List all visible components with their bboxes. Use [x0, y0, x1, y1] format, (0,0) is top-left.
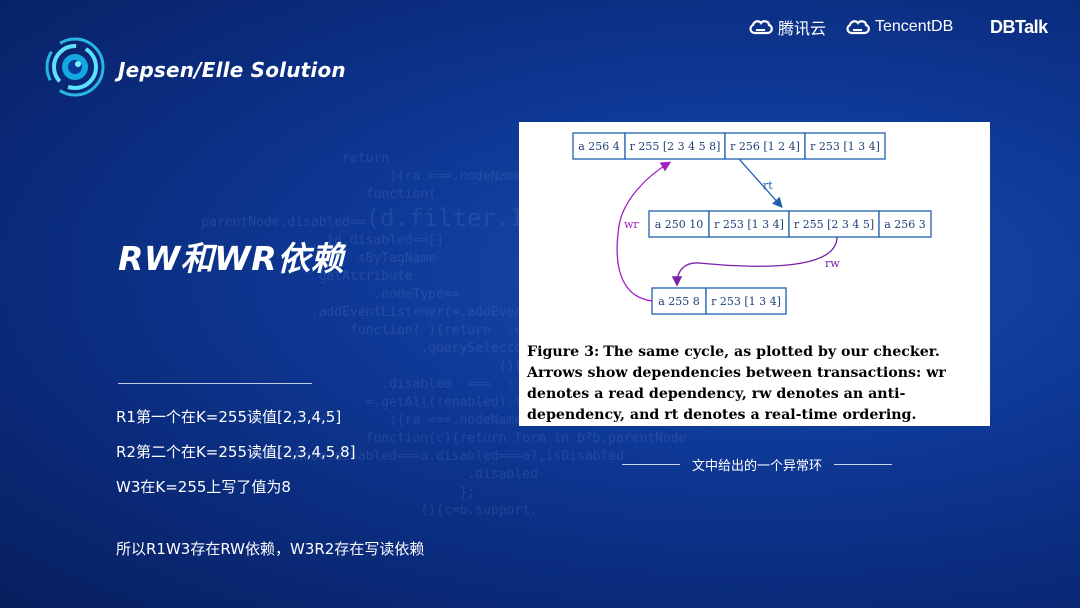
transaction-label: r 253 [1 3 4] — [714, 218, 784, 231]
dbtalk-brand: DBTalk — [990, 16, 1048, 38]
wr-arrow — [616, 161, 672, 302]
transaction-cell — [804, 132, 886, 160]
transaction-cell — [724, 132, 806, 160]
rw-label: rw — [825, 257, 840, 270]
transaction-label: a 256 3 — [884, 218, 926, 231]
transaction-cell — [878, 210, 932, 238]
divider — [621, 463, 680, 465]
transaction-cell — [705, 287, 787, 315]
dependency-graph: a 256 4 r 255 [2 3 4 5 8] r 256 [1 2 4] … — [572, 132, 932, 315]
slide-heading: RW和WR依赖 — [118, 239, 345, 278]
transaction-cell — [648, 210, 710, 238]
transaction-label: r 253 [1 3 4] — [711, 295, 781, 308]
explanation-list: R1第一个在K=255读值[2,3,4,5] R2第二个在K=255读值[2,3… — [116, 403, 516, 508]
cloud-icon — [846, 20, 870, 35]
figure-note: 文中给出的一个异常环 — [612, 455, 902, 474]
transaction-cell — [624, 132, 726, 160]
brand-name: DBTalk — [990, 16, 1048, 37]
tencent-cloud-brand: 腾讯云 — [748, 16, 826, 38]
transaction-label: r 255 [2 3 4 5 8] — [630, 140, 721, 153]
rw-arrow — [671, 236, 838, 287]
conclusion-text: 所以R1W3存在RW依赖，W3R2存在写读依赖 — [116, 540, 425, 558]
transaction-label: r 256 [1 2 4] — [730, 140, 800, 153]
divider — [834, 463, 892, 465]
rt-label: rt — [763, 179, 773, 192]
transaction-cell — [788, 210, 880, 238]
transaction-label: r 255 [2 3 4 5] — [794, 218, 874, 231]
divider — [118, 383, 312, 384]
transaction-label: r 253 [1 3 4] — [810, 140, 880, 153]
tencentdb-brand: TencentDB — [845, 16, 953, 38]
transaction-label: a 256 4 — [578, 140, 620, 153]
explanation-line: R2第二个在K=255读值[2,3,4,5,8] — [116, 443, 356, 461]
paper-figure: a 256 4 r 255 [2 3 4 5 8] r 256 [1 2 4] … — [519, 122, 990, 426]
transaction-label: a 255 8 — [658, 295, 700, 308]
figure-note-text: 文中给出的一个异常环 — [691, 458, 822, 474]
cloud-icon — [749, 20, 773, 35]
code-background: return ){ra ===.nodeName. function( pare… — [201, 151, 687, 518]
brand-name: TencentDB — [875, 18, 954, 35]
transaction-cell — [708, 210, 790, 238]
figure-caption: Figure 3:The same cycle, as plotted by o… — [527, 342, 983, 426]
explanation-line: R1第一个在K=255读值[2,3,4,5] — [116, 408, 342, 426]
wr-label: wr — [624, 218, 639, 231]
transaction-label: a 250 10 — [655, 218, 704, 231]
caption-text: The same cycle, as plotted by our checke… — [527, 344, 946, 423]
swirl-logo-icon — [45, 37, 105, 97]
caption-label: Figure 3: — [527, 344, 600, 360]
rt-arrow — [738, 158, 783, 208]
brand-name: 腾讯云 — [778, 21, 827, 38]
explanation-line: W3在K=255上写了值为8 — [116, 478, 291, 496]
slide-title: Jepsen/Elle Solution — [118, 58, 346, 82]
